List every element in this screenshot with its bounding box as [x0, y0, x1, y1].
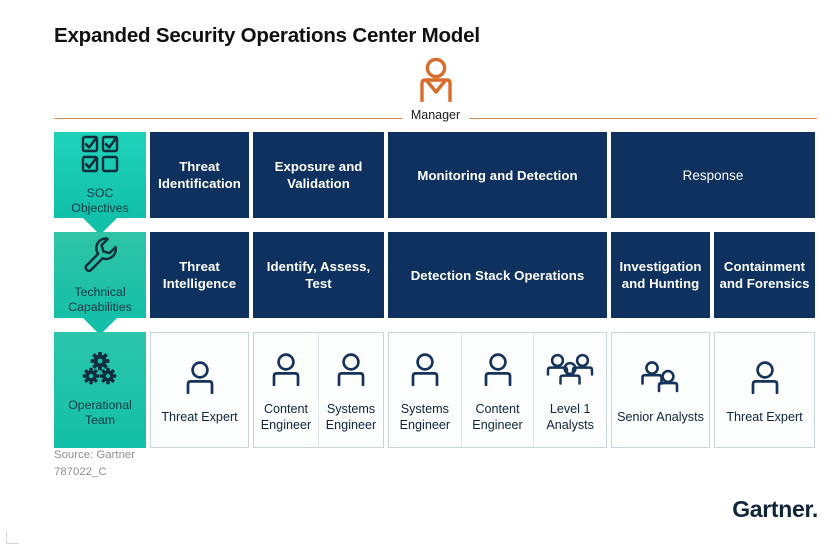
- block-identify-assess-test[interactable]: Identify, Assess, Test: [253, 232, 384, 318]
- manager-band: Manager: [54, 57, 817, 132]
- role-cell-senior-analysts[interactable]: Senior Analysts: [612, 333, 709, 447]
- gartner-logo: Gartner.: [732, 496, 818, 523]
- block-investigation-and-hunting[interactable]: Investigation and Hunting: [611, 232, 710, 318]
- gartner-logo-dot: .: [811, 496, 818, 522]
- manager-person-icon: [414, 56, 458, 103]
- corner-crop-mark: [6, 531, 19, 544]
- block-threat-identification[interactable]: Threat Identification: [150, 132, 249, 218]
- role-label: Systems Engineer: [399, 401, 451, 432]
- wrench-icon: [81, 235, 119, 278]
- soc-model-grid: SOC Objectives Threat Identification Exp…: [54, 132, 817, 448]
- source-code: 787022_C: [54, 466, 107, 478]
- block-detection-stack-operations[interactable]: Detection Stack Operations: [388, 232, 607, 318]
- three-people-icon: [544, 352, 596, 391]
- role-cell-content-engineer[interactable]: Content Engineer: [254, 333, 319, 447]
- single-person-icon: [480, 352, 516, 391]
- marker-operational-team: Operational Team: [54, 332, 146, 448]
- marker-label: SOC Objectives: [71, 186, 129, 215]
- role-group-containment-and-forensics: Threat Expert: [714, 332, 815, 448]
- two-people-icon: [638, 360, 684, 399]
- role-group-investigation-and-hunting: Senior Analysts: [611, 332, 710, 448]
- marker-label: Technical Capabilities: [68, 285, 132, 314]
- single-person-icon: [333, 352, 369, 391]
- gartner-logo-text: Gartner: [732, 496, 812, 522]
- source-text: Source: Gartner: [54, 449, 136, 461]
- role-label: Senior Analysts: [617, 409, 704, 424]
- role-label: Systems Engineer: [325, 401, 377, 432]
- checklist-grid-icon: [80, 134, 120, 179]
- role-cell-systems-engineer[interactable]: Systems Engineer: [319, 333, 383, 447]
- role-cell-content-engineer[interactable]: Content Engineer: [462, 333, 535, 447]
- single-person-icon: [747, 360, 783, 399]
- block-response[interactable]: Response: [611, 132, 815, 218]
- block-monitoring-and-detection[interactable]: Monitoring and Detection: [388, 132, 607, 218]
- role-group-identify-assess-test: Content Engineer Systems Engineer: [253, 332, 384, 448]
- marker-technical-capabilities: Technical Capabilities: [54, 232, 146, 335]
- role-cell-level-1-analysts[interactable]: Level 1 Analysts: [534, 333, 606, 447]
- page-title: Expanded Security Operations Center Mode…: [54, 24, 480, 47]
- marker-arrow-tail: [83, 318, 117, 335]
- role-cell-threat-expert[interactable]: Threat Expert: [715, 333, 814, 447]
- single-person-icon: [182, 360, 218, 399]
- role-label: Level 1 Analysts: [546, 401, 594, 432]
- manager-label: Manager: [401, 108, 470, 122]
- row-technical-capabilities: Technical Capabilities Threat Intelligen…: [54, 232, 817, 335]
- marker-arrow-tail: [83, 218, 117, 235]
- role-label: Content Engineer: [472, 401, 523, 432]
- source-note: Source: Gartner 787022_C: [54, 447, 135, 481]
- single-person-icon: [268, 352, 304, 391]
- role-label: Threat Expert: [161, 409, 238, 424]
- role-cell-threat-expert[interactable]: Threat Expert: [151, 333, 248, 447]
- block-containment-and-forensics[interactable]: Containment and Forensics: [714, 232, 815, 318]
- gears-icon: [80, 351, 120, 391]
- role-group-detection-stack-operations: Systems Engineer Content Engineer: [388, 332, 607, 448]
- role-label: Threat Expert: [726, 409, 803, 424]
- row-soc-objectives: SOC Objectives Threat Identification Exp…: [54, 132, 817, 235]
- role-label: Content Engineer: [260, 401, 312, 432]
- single-person-icon: [407, 352, 443, 391]
- role-cell-systems-engineer[interactable]: Systems Engineer: [389, 333, 462, 447]
- marker-soc-objectives: SOC Objectives: [54, 132, 146, 235]
- row-operational-team: Operational Team Threat Expert: [54, 332, 817, 448]
- block-exposure-and-validation[interactable]: Exposure and Validation: [253, 132, 384, 218]
- role-group-threat-intelligence: Threat Expert: [150, 332, 249, 448]
- marker-label: Operational Team: [68, 398, 132, 427]
- block-threat-intelligence[interactable]: Threat Intelligence: [150, 232, 249, 318]
